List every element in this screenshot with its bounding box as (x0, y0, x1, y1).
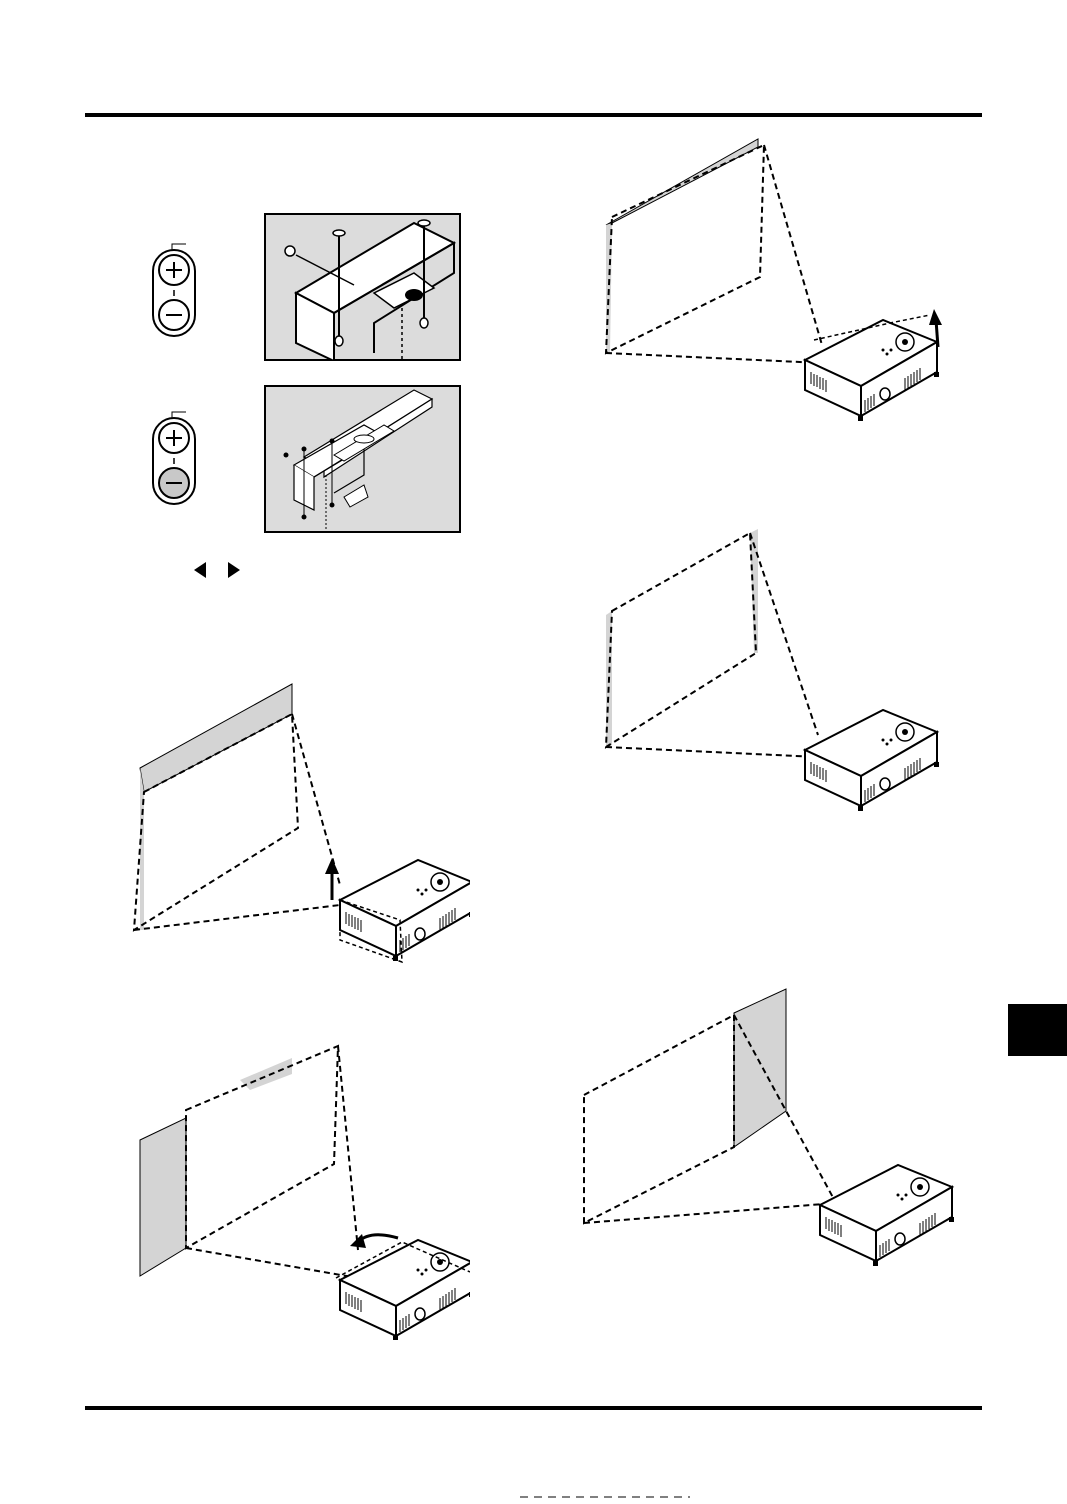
projector-icon (820, 1165, 954, 1266)
ceiling-bracket-closeup (264, 213, 461, 361)
plus-icon (159, 423, 189, 453)
projector-icon (805, 320, 939, 421)
zoom-button-lower (150, 408, 210, 508)
plus-icon (159, 255, 189, 285)
chapter-tab (1008, 1004, 1067, 1056)
up-arrow-icon (325, 858, 339, 900)
header-rule (85, 113, 982, 117)
minus-icon (159, 468, 189, 498)
keystone-tilt-up-left (130, 680, 470, 970)
keystone-corrected-right (600, 525, 960, 825)
keystone-tilt-up-right (600, 135, 960, 435)
ceiling-bracket-overview (264, 385, 461, 533)
minus-icon (159, 300, 189, 330)
keystone-side-right (580, 985, 960, 1285)
left-triangle-icon (194, 562, 206, 578)
projector-icon (340, 1240, 470, 1340)
zoom-button-upper (150, 240, 210, 340)
right-triangle-icon (228, 562, 240, 578)
select-buttons (192, 560, 244, 580)
keystone-rotate-left (130, 1040, 470, 1340)
projector-icon (340, 860, 470, 961)
projector-icon (805, 710, 939, 811)
footer-rule (85, 1406, 982, 1410)
footer-crop-marks (520, 1486, 690, 1490)
